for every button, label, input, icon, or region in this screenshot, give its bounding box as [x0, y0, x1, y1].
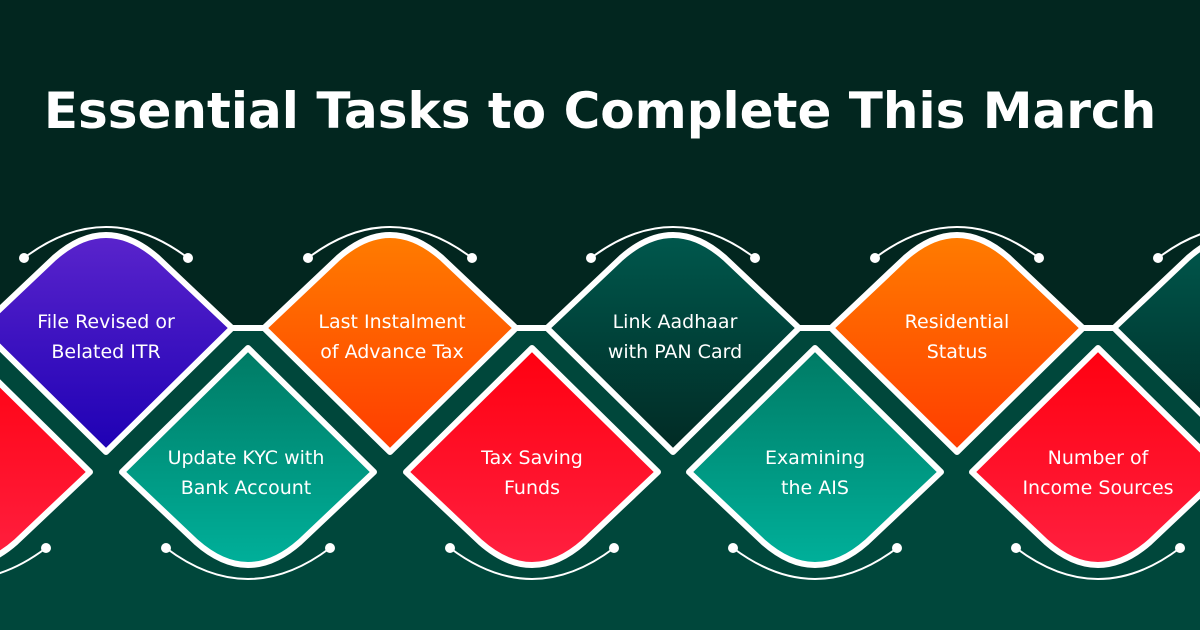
decor-dot	[892, 543, 902, 553]
task-shape-bottom	[119, 345, 377, 568]
decor-dot	[728, 543, 738, 553]
task-shape-bottom	[686, 345, 944, 568]
task-shape-top	[261, 232, 519, 455]
decor-dot	[586, 253, 596, 263]
decor-arc	[449, 547, 615, 580]
page-title: Essential Tasks to Complete This March	[43, 82, 1157, 140]
task-shape-bottom	[403, 345, 661, 568]
decor-dot	[41, 543, 51, 553]
decor-dot	[1034, 253, 1044, 263]
decor-arc	[1157, 233, 1200, 259]
task-shape-top	[544, 232, 802, 455]
decor-dot	[1175, 543, 1185, 553]
decor-dot	[609, 543, 619, 553]
decor-dot	[1011, 543, 1021, 553]
task-shape-bottom	[0, 379, 93, 558]
decor-arc	[874, 226, 1040, 259]
decor-arc	[307, 226, 473, 259]
decor-dot	[1153, 253, 1163, 263]
task-shape-bottom	[969, 345, 1200, 568]
decor-dot	[19, 253, 29, 263]
decor-arc	[590, 226, 756, 259]
decor-dot	[183, 253, 193, 263]
decor-dot	[467, 253, 477, 263]
task-shape-top	[0, 232, 235, 455]
decor-dot	[161, 543, 171, 553]
decor-arc	[165, 547, 331, 580]
decor-arc	[0, 547, 47, 575]
task-shape-top	[828, 232, 1086, 455]
decor-dot	[445, 543, 455, 553]
decor-dot	[870, 253, 880, 263]
decor-arc	[1015, 547, 1181, 580]
decor-dot	[303, 253, 313, 263]
decor-dot	[750, 253, 760, 263]
decor-arc	[732, 547, 898, 580]
decor-arc	[23, 226, 189, 259]
task-shape-top	[1111, 245, 1200, 417]
decor-dot	[325, 543, 335, 553]
